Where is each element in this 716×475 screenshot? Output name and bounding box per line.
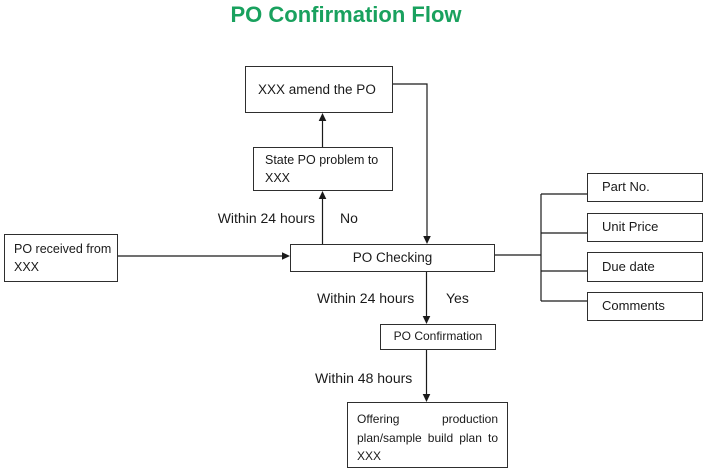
detail-box-comments-label: Comments [602, 298, 665, 314]
connector-amend-to-checking [393, 83, 428, 236]
arrowhead-up-into-amend [318, 113, 327, 121]
detail-box-due-date-label: Due date [602, 258, 655, 274]
detail-box-due-date: Due date [587, 252, 703, 282]
edge-label-within-24-hours-yes-branch: Within 24 hours [317, 290, 415, 306]
arrowhead-down-into-checking [423, 236, 431, 244]
arrowhead-down-into-offering [422, 394, 431, 402]
node-po-checking: PO Checking [290, 244, 495, 272]
detail-box-unit-price-label: Unit Price [602, 219, 659, 235]
edge-label-no: No [340, 210, 358, 226]
node-state-po-problem-label: State PO problem to XXX [265, 152, 379, 185]
node-offering-plan-label: Offering production plan/sample build pl… [357, 412, 498, 464]
detail-box-part-no: Part No. [587, 173, 703, 202]
node-po-received: PO received from XXX [4, 234, 118, 282]
detail-box-part-no-label: Part No. [602, 179, 650, 195]
edge-label-within-48-hours: Within 48 hours [315, 370, 413, 386]
detail-box-comments: Comments [587, 292, 703, 321]
edge-label-within-24-hours-no-branch: Within 24 hours [217, 210, 315, 226]
arrowhead-down-into-confirmation [422, 316, 431, 324]
node-amend-po: XXX amend the PO [245, 66, 393, 113]
node-po-checking-label: PO Checking [352, 250, 433, 266]
arrowhead-up-into-stateproblem [318, 191, 327, 199]
node-po-confirmation: PO Confirmation [380, 324, 496, 350]
node-po-confirmation-label: PO Confirmation [393, 329, 483, 344]
arrowhead-right-into-checking [282, 252, 290, 260]
detail-box-unit-price: Unit Price [587, 213, 703, 242]
node-po-received-label: PO received from XXX [14, 241, 112, 274]
node-amend-po-label: XXX amend the PO [258, 81, 376, 97]
edge-label-yes: Yes [446, 290, 469, 306]
page-title: PO Confirmation Flow [230, 2, 462, 27]
node-state-po-problem: State PO problem to XXX [253, 147, 393, 191]
node-offering-plan: Offering production plan/sample build pl… [347, 402, 508, 468]
